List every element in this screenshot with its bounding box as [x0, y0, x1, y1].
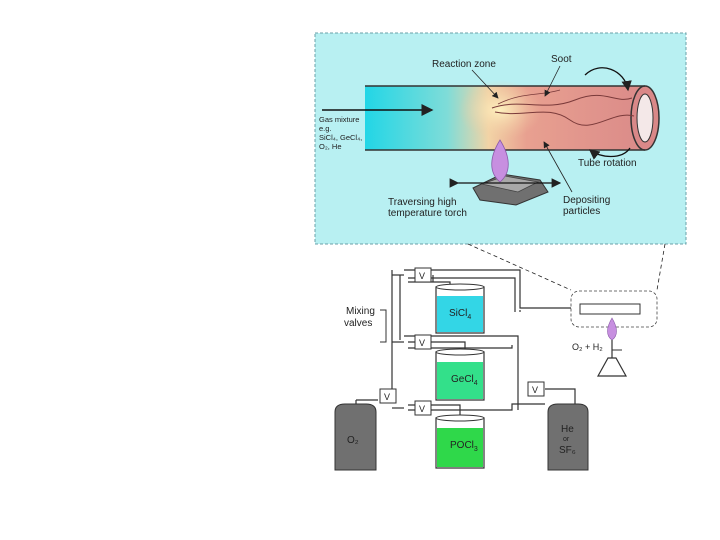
gas-mixture-label: Gas mixture e.g. SiCl₄, GeCl₄, O₂, He	[319, 115, 362, 151]
delivery-system: Mixing valves V V V V V SiCl4	[334, 267, 658, 471]
soot-streak	[491, 94, 633, 109]
svg-text:V: V	[419, 271, 425, 281]
bubbler-pocl3: POCl3	[435, 414, 485, 469]
valve[interactable]: V	[414, 334, 432, 350]
valve[interactable]: V	[379, 388, 397, 404]
svg-text:SiCl4: SiCl4	[449, 308, 471, 321]
he-sf6-cylinder: He or SF₆	[547, 403, 589, 471]
reaction-zone-label: Reaction zone	[432, 59, 496, 70]
bubbler-sicl4: SiCl4	[435, 283, 485, 334]
svg-text:valves: valves	[344, 318, 372, 329]
svg-text:or: or	[563, 436, 570, 443]
torch-label: Traversing high temperature torch	[388, 197, 467, 219]
valve[interactable]: V	[414, 267, 432, 283]
gas-lines	[355, 269, 576, 460]
svg-text:Mixing: Mixing	[346, 306, 375, 317]
valve[interactable]: V	[527, 381, 545, 397]
svg-text:V: V	[384, 392, 390, 402]
depositing-leader	[543, 141, 573, 193]
quartz-tube	[365, 80, 660, 151]
svg-text:O₂, He: O₂, He	[319, 142, 342, 151]
svg-text:SF₆: SF₆	[559, 445, 576, 456]
svg-text:Depositing: Depositing	[563, 195, 610, 206]
tube-rotation-label: Tube rotation	[578, 158, 637, 169]
svg-text:V: V	[532, 385, 538, 395]
svg-text:particles: particles	[563, 206, 600, 217]
svg-text:V: V	[419, 338, 425, 348]
tube-rotation-arrow-lower	[588, 147, 631, 160]
zoom-guide-right	[656, 243, 666, 291]
bubbler-gecl4: GeCl4	[435, 348, 485, 401]
inset-panel: Reaction zone Soot Gas mixture e.g. SiCl…	[314, 32, 687, 245]
svg-text:He: He	[561, 424, 574, 435]
svg-text:SiCl₄, GeCl₄,: SiCl₄, GeCl₄,	[319, 133, 362, 142]
svg-text:O₂: O₂	[347, 435, 359, 446]
o2-cylinder: O₂	[334, 403, 377, 471]
zoom-guide-left	[467, 243, 572, 291]
mixing-valves-bracket	[380, 309, 387, 343]
soot-label: Soot	[551, 54, 572, 65]
tube-rotation-arrow	[584, 67, 632, 92]
svg-text:Gas mixture: Gas mixture	[319, 115, 359, 124]
svg-text:e.g.: e.g.	[319, 124, 332, 133]
svg-text:Traversing high: Traversing high	[388, 197, 457, 208]
svg-text:POCl3: POCl3	[450, 440, 478, 453]
lathe-tube-outline	[570, 290, 658, 328]
burner: O₂ + H₂	[572, 317, 628, 377]
svg-text:GeCl4: GeCl4	[451, 374, 478, 387]
reaction-zone-leader	[471, 69, 499, 99]
svg-text:temperature torch: temperature torch	[388, 208, 467, 219]
depositing-label: Depositing particles	[563, 195, 610, 217]
soot-leader	[544, 65, 561, 97]
svg-text:O₂ + H₂: O₂ + H₂	[572, 342, 603, 352]
svg-text:V: V	[419, 404, 425, 414]
soot-streak	[494, 111, 635, 126]
valve[interactable]: V	[414, 400, 432, 416]
mixing-valves-label: Mixing valves	[344, 306, 375, 329]
soot-streak	[497, 89, 561, 105]
